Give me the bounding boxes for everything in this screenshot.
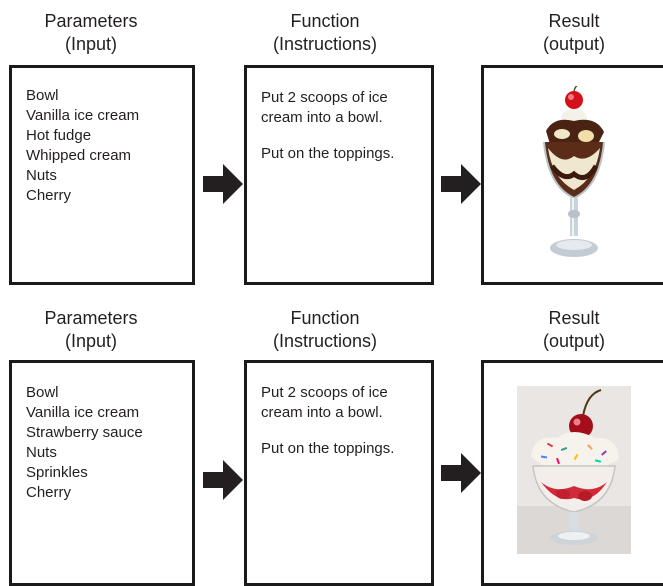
result-header: Result (output) xyxy=(495,307,653,353)
parameters-list: Bowl Vanilla ice cream Hot fudge Whipped… xyxy=(26,86,139,206)
result-title: Result xyxy=(548,11,600,31)
instructions-text: Put 2 scoops of ice cream into a bowl. P… xyxy=(261,383,394,459)
instruction-line: cream into a bowl. xyxy=(261,109,383,126)
instruction-line: Put on the toppings. xyxy=(261,440,395,457)
parameters-subtitle: (Input) xyxy=(64,331,118,351)
parameters-header: Parameters (Input) xyxy=(12,307,170,353)
parameter-item: Hot fudge xyxy=(26,127,92,144)
function-subtitle: (Instructions) xyxy=(272,34,378,54)
function-box: Put 2 scoops of ice cream into a bowl. P… xyxy=(244,360,434,586)
instruction-line: Put on the toppings. xyxy=(261,145,395,162)
parameters-title: Parameters xyxy=(44,308,138,328)
function-header: Function (Instructions) xyxy=(246,10,404,56)
parameters-box: Bowl Vanilla ice cream Hot fudge Whipped… xyxy=(9,65,195,285)
parameters-subtitle: (Input) xyxy=(64,34,118,54)
result-subtitle: (output) xyxy=(542,331,606,351)
instruction-line: cream into a bowl. xyxy=(261,404,383,421)
parameter-item: Vanilla ice cream xyxy=(26,404,140,421)
parameter-item: Bowl xyxy=(26,384,59,401)
hot-fudge-sundae-image xyxy=(543,86,605,257)
arrow-right-icon xyxy=(441,453,481,493)
result-subtitle: (output) xyxy=(542,34,606,54)
instruction-line: Put 2 scoops of ice xyxy=(261,384,388,401)
parameter-item: Vanilla ice cream xyxy=(26,107,140,124)
parameter-item: Nuts xyxy=(26,444,57,461)
parameter-item: Cherry xyxy=(26,187,72,204)
function-header: Function (Instructions) xyxy=(246,307,404,353)
result-header: Result (output) xyxy=(495,10,653,56)
function-box: Put 2 scoops of ice cream into a bowl. P… xyxy=(244,65,434,285)
arrow-right-icon xyxy=(203,460,243,500)
arrow-right-icon xyxy=(441,164,481,204)
function-title: Function xyxy=(290,11,360,31)
parameter-item: Bowl xyxy=(26,87,59,104)
result-title: Result xyxy=(548,308,600,328)
result-box xyxy=(481,65,663,285)
parameters-box: Bowl Vanilla ice cream Strawberry sauce … xyxy=(9,360,195,586)
diagram-row-1: Parameters (Input) Function (Instruction… xyxy=(0,0,663,288)
instructions-text: Put 2 scoops of ice cream into a bowl. P… xyxy=(261,88,394,164)
parameters-list: Bowl Vanilla ice cream Strawberry sauce … xyxy=(26,383,143,503)
parameter-item: Whipped cream xyxy=(26,147,132,164)
parameter-item: Nuts xyxy=(26,167,57,184)
function-title: Function xyxy=(290,308,360,328)
parameters-header: Parameters (Input) xyxy=(12,10,170,56)
function-subtitle: (Instructions) xyxy=(272,331,378,351)
parameter-item: Cherry xyxy=(26,484,72,501)
parameters-title: Parameters xyxy=(44,11,138,31)
diagram-row-2: Parameters (Input) Function (Instruction… xyxy=(0,293,663,586)
parameter-item: Sprinkles xyxy=(26,464,88,481)
result-box xyxy=(481,360,663,586)
parameter-item: Strawberry sauce xyxy=(26,424,143,441)
instruction-line: Put 2 scoops of ice xyxy=(261,89,388,106)
arrow-right-icon xyxy=(203,164,243,204)
strawberry-sprinkle-sundae-image xyxy=(517,386,631,554)
